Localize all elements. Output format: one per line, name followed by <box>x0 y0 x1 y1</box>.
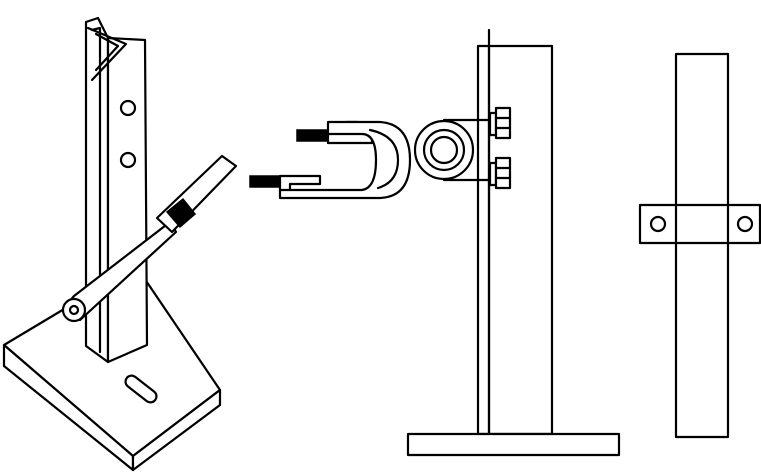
bolt-lower <box>488 156 512 190</box>
pole-front-view <box>674 52 730 439</box>
brace-arm <box>61 154 238 323</box>
brace-band <box>165 197 197 229</box>
clamp-prong-lower <box>249 174 322 193</box>
angle-post <box>84 16 149 364</box>
band-hole-left <box>649 215 667 233</box>
u-clamp-body <box>278 120 412 200</box>
pole-base <box>406 432 621 457</box>
post-hole-upper <box>119 99 137 117</box>
brace-pivot-hole <box>68 304 80 316</box>
bolt-upper <box>488 106 512 140</box>
band-hole-right <box>736 215 754 233</box>
post-hole-lower <box>119 151 137 169</box>
angle-bracket-assembly <box>2 16 238 472</box>
ring-insulator <box>413 118 492 182</box>
insulator-clamp-assembly <box>249 28 621 457</box>
pole-side-view <box>406 28 621 457</box>
base-slot <box>124 374 158 404</box>
clamp-front-view <box>638 52 761 439</box>
